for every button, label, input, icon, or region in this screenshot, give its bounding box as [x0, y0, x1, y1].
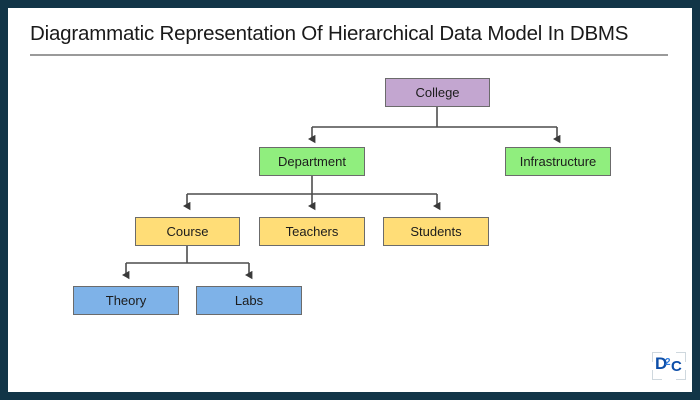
node-students[interactable]: Students	[383, 217, 489, 246]
logo-bracket-bottom-right	[676, 370, 686, 380]
node-theory-label: Theory	[105, 293, 147, 308]
node-teachers[interactable]: Teachers	[259, 217, 365, 246]
diagram-canvas: College Department Infrastructure Course…	[8, 8, 692, 392]
node-department-label: Department	[278, 154, 346, 169]
diagram-frame: Diagrammatic Representation Of Hierarchi…	[8, 8, 692, 392]
logo-digit-two: 2	[665, 357, 671, 368]
logo-letter-c: C	[671, 358, 682, 375]
node-course-label: Course	[166, 224, 209, 239]
node-college-label: College	[415, 85, 460, 100]
logo-letter-d: D	[655, 354, 668, 373]
node-department[interactable]: Department	[259, 147, 365, 176]
node-labs-label: Labs	[234, 293, 264, 308]
brand-logo: D 2 C	[652, 350, 686, 382]
node-course[interactable]: Course	[135, 217, 240, 246]
logo-bracket-top-left	[652, 352, 662, 362]
logo-bracket-bottom-left	[652, 370, 662, 380]
node-labs[interactable]: Labs	[196, 286, 302, 315]
page-title: Diagrammatic Representation Of Hierarchi…	[30, 22, 629, 45]
node-teachers-label: Teachers	[285, 224, 339, 239]
node-infrastructure[interactable]: Infrastructure	[505, 147, 611, 176]
logo-bracket-top-right	[676, 352, 686, 362]
node-students-label: Students	[410, 224, 462, 239]
node-college[interactable]: College	[385, 78, 490, 107]
title-divider	[30, 54, 668, 56]
node-theory[interactable]: Theory	[73, 286, 179, 315]
node-infrastructure-label: Infrastructure	[519, 154, 597, 169]
connector-lines	[122, 106, 561, 280]
